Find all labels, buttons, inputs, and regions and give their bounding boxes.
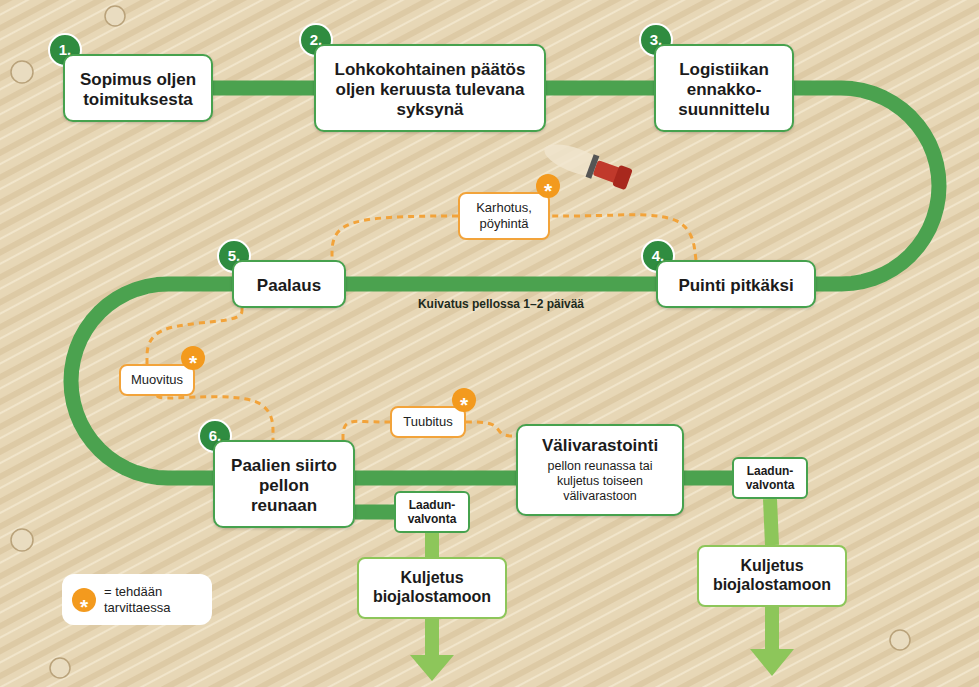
arrow-head bbox=[410, 655, 454, 681]
tractor-header bbox=[586, 154, 600, 179]
node-label: Tuubitus bbox=[403, 414, 452, 430]
optional-path bbox=[466, 422, 516, 436]
process-box: Paalaus bbox=[232, 260, 346, 308]
node-label: Välivarastointi bbox=[542, 436, 658, 456]
process-box: Paalien siirto pellon reunaan bbox=[213, 440, 355, 528]
process-path bbox=[213, 81, 314, 96]
node-label: Logistiikan ennakko- suunnittelu bbox=[666, 60, 782, 120]
optional-path bbox=[332, 216, 458, 260]
process-path bbox=[425, 533, 439, 557]
node-label: * bbox=[189, 352, 197, 373]
process-path bbox=[355, 505, 394, 520]
node-label: Kuljetus biojalostamoon bbox=[365, 569, 499, 607]
process-box: Puinti pitkäksi bbox=[656, 260, 816, 308]
tractor-cab bbox=[612, 165, 633, 190]
legend-row: * = tehdään tarvittaessa bbox=[72, 584, 202, 615]
process-box: Lohkokohtainen päätös oljen keruusta tul… bbox=[314, 44, 546, 132]
process-box: Logistiikan ennakko- suunnittelu bbox=[654, 44, 794, 132]
legend-swatch: * bbox=[72, 588, 96, 612]
node-label: Karhotus, pöyhintä bbox=[467, 200, 541, 231]
node-label: * bbox=[544, 180, 552, 201]
bale bbox=[890, 630, 910, 650]
node-label: Paalaus bbox=[257, 276, 321, 296]
transport-box: Kuljetus biojalostamoon bbox=[357, 557, 507, 619]
arrow-head bbox=[750, 649, 794, 676]
optional-marker: * bbox=[181, 346, 205, 370]
bale bbox=[11, 529, 33, 551]
transport-box: Kuljetus biojalostamoon bbox=[697, 545, 847, 607]
optional-step-box: Karhotus, pöyhintä bbox=[458, 192, 550, 239]
node-label: Kuljetus biojalostamoon bbox=[705, 557, 839, 595]
bale bbox=[11, 61, 33, 83]
node-label: Muovitus bbox=[131, 372, 183, 388]
process-box: Sopimus oljen toimituksesta bbox=[63, 54, 213, 122]
bale bbox=[50, 658, 70, 678]
optional-step-box: Muovitus bbox=[119, 364, 195, 396]
optional-step-box: Tuubitus bbox=[390, 406, 466, 438]
quality-check-box: Laadun- valvonta bbox=[394, 491, 470, 533]
legend-text: = tehdään tarvittaessa bbox=[104, 584, 202, 615]
quality-check-box: Laadun- valvonta bbox=[732, 457, 808, 499]
process-path bbox=[770, 499, 772, 545]
marker-symbol: * bbox=[80, 595, 88, 618]
optional-marker: * bbox=[452, 388, 476, 412]
process-path bbox=[546, 80, 654, 95]
straw-bales bbox=[11, 6, 910, 678]
node-label: Sopimus oljen toimituksesta bbox=[75, 70, 201, 110]
node-label: Paalien siirto pellon reunaan bbox=[225, 456, 343, 516]
node-label: Puinti pitkäksi bbox=[678, 276, 793, 296]
optional-marker: * bbox=[536, 174, 560, 198]
process-path bbox=[684, 471, 732, 486]
process-path bbox=[346, 276, 656, 291]
node-label: Lohkokohtainen päätös oljen keruusta tul… bbox=[326, 60, 534, 120]
storage-box: Välivarastointi pellon reunassa tai kulje… bbox=[516, 424, 684, 516]
process-path bbox=[355, 471, 516, 486]
process-path bbox=[71, 284, 232, 478]
bale bbox=[105, 6, 125, 26]
edge-label: Kuivatus pellossa 1–2 päivää bbox=[418, 297, 584, 311]
process-path bbox=[794, 88, 939, 284]
legend-box: * = tehdään tarvittaessa bbox=[62, 574, 212, 625]
node-note: pellon reunassa tai kuljetus toiseen väl… bbox=[526, 459, 674, 504]
optional-path bbox=[343, 421, 390, 440]
node-label: * bbox=[460, 394, 468, 415]
node-label: Laadun- valvonta bbox=[401, 498, 463, 526]
node-label: Laadun- valvonta bbox=[739, 464, 801, 492]
